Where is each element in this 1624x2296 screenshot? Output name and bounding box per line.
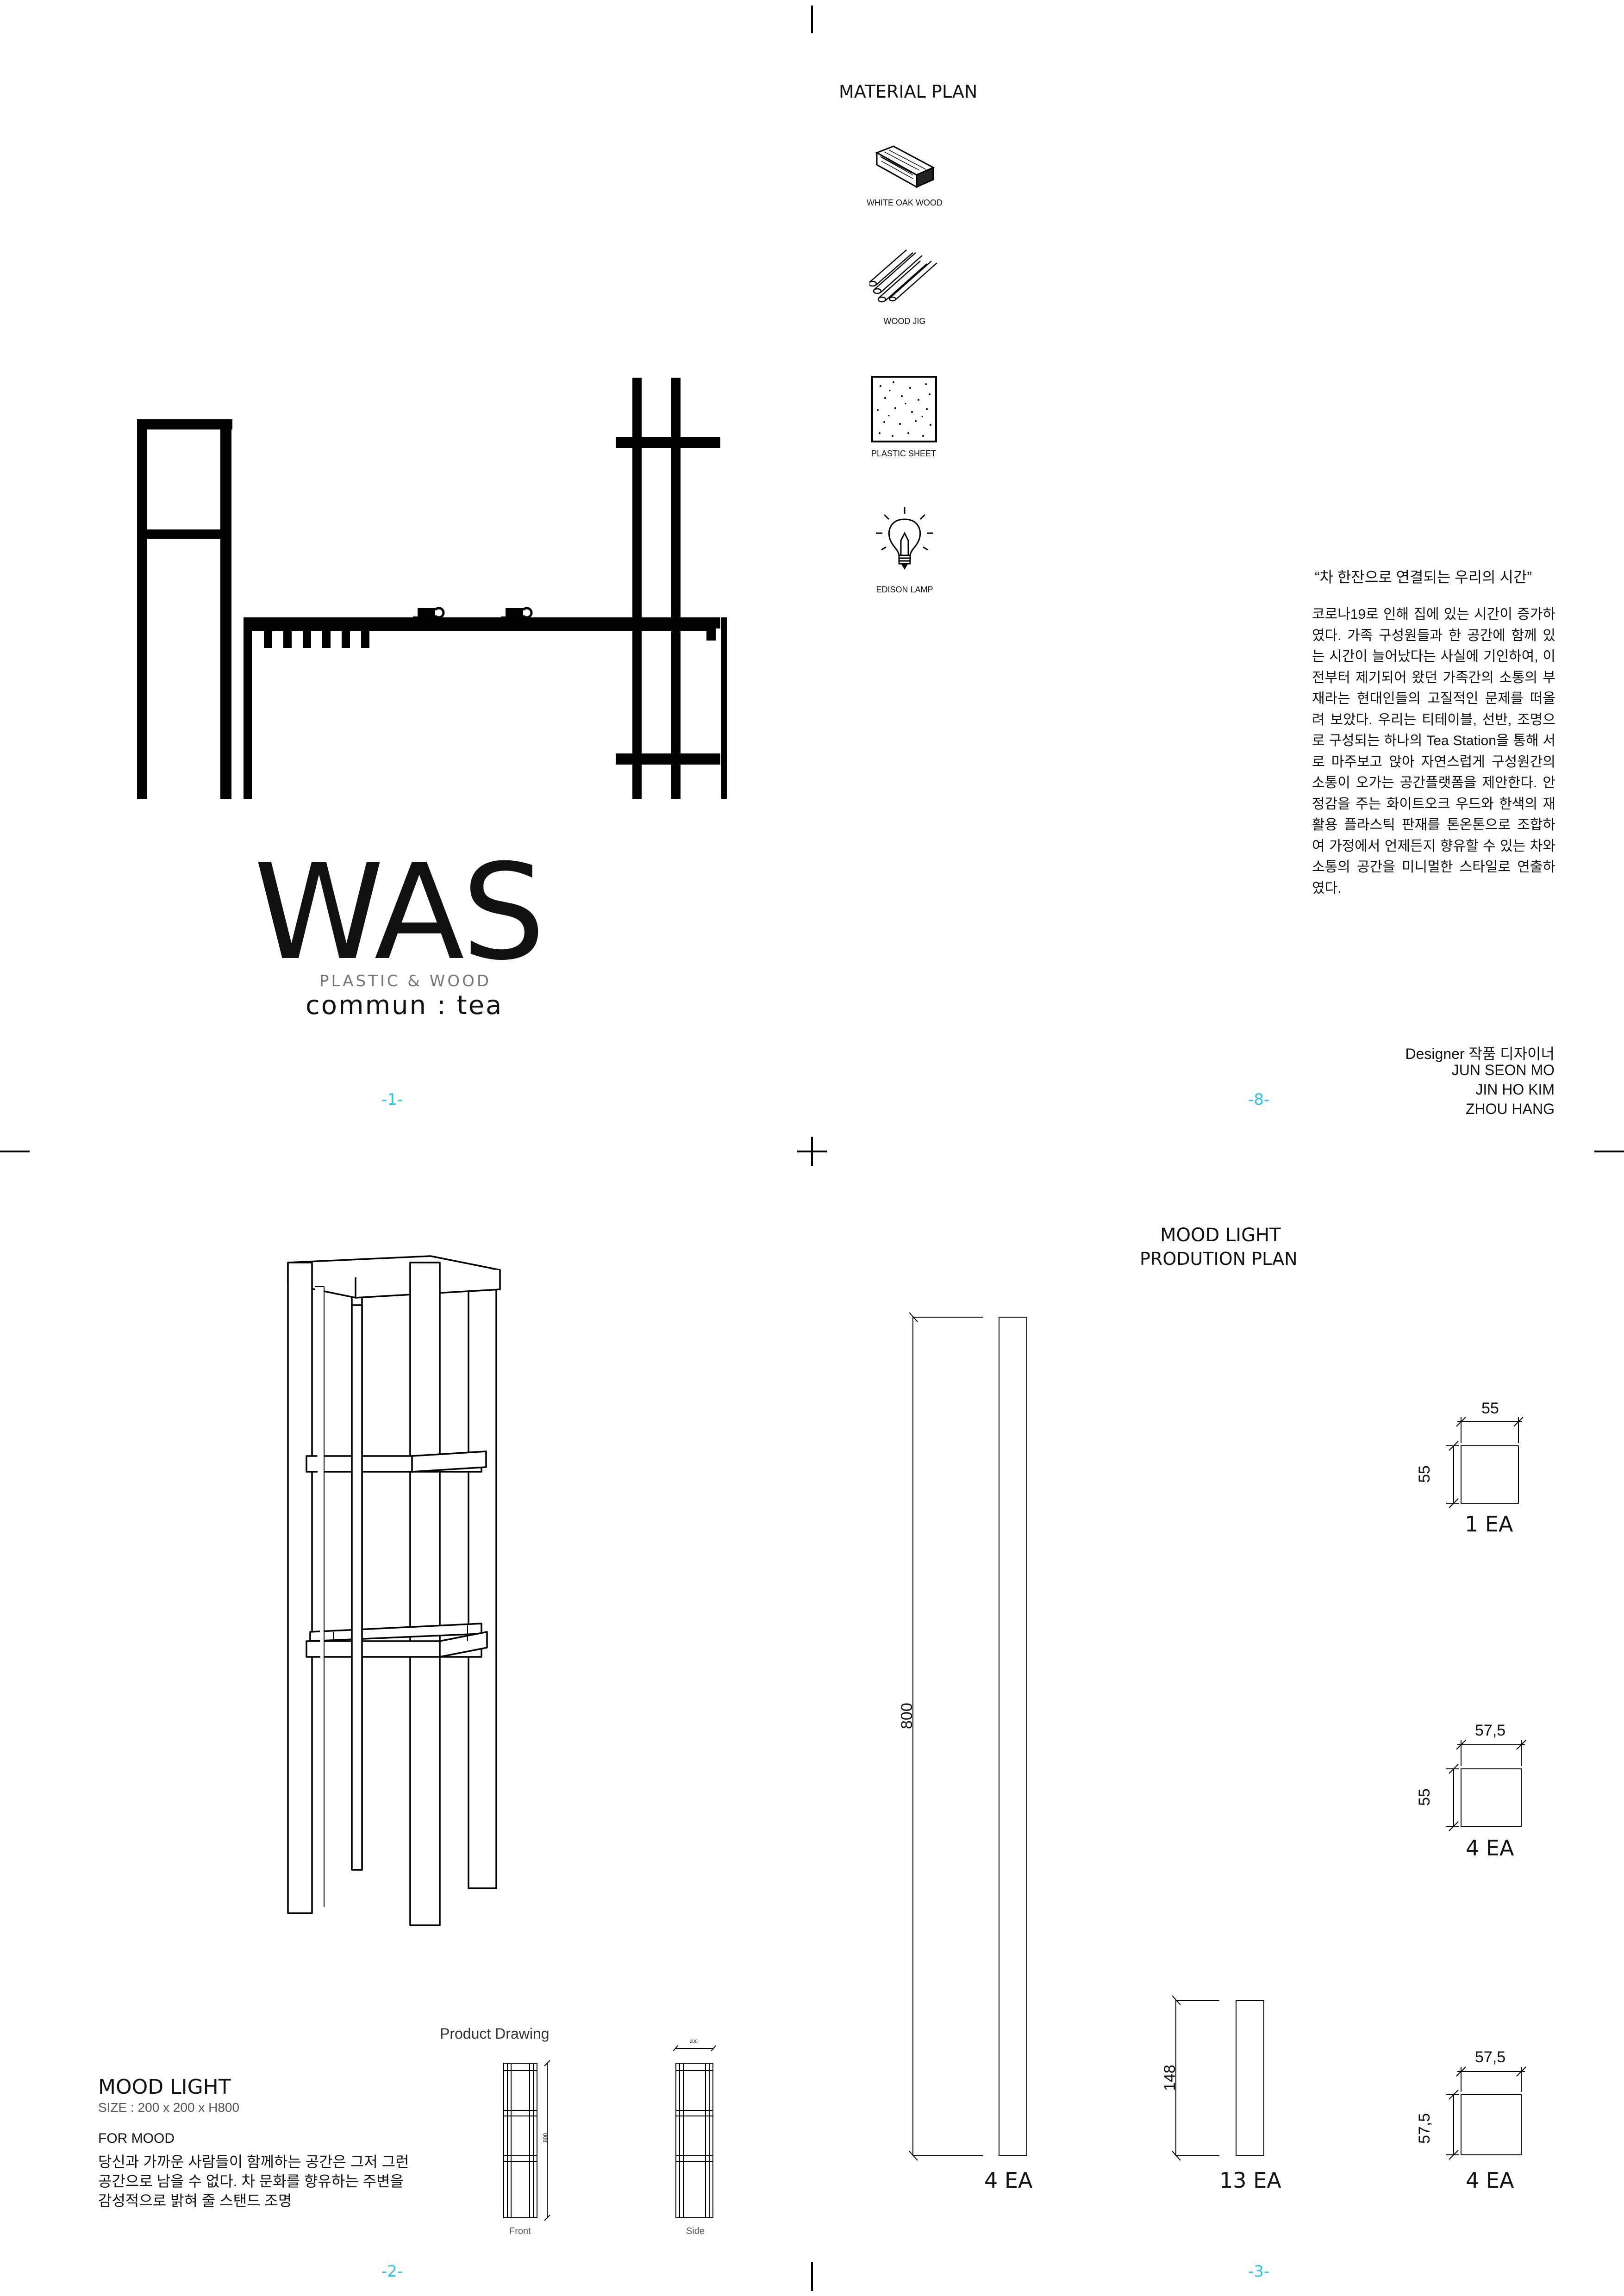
section-quantity: 4 EA xyxy=(1466,2168,1514,2193)
page-number-8: -8- xyxy=(1248,1090,1270,1109)
page-number-1: -1- xyxy=(381,1090,403,1109)
concept-quote: “차 한잔으로 연결되는 우리의 시간” xyxy=(1315,569,1532,585)
furniture-silhouette xyxy=(137,378,727,799)
part-quantity: 13 EA xyxy=(1219,2168,1281,2193)
wood-dowels-icon xyxy=(869,249,937,303)
side-elevation-drawing xyxy=(673,2045,716,2218)
designer-heading: Designer 작품 디자이너 xyxy=(1405,1045,1555,1062)
part-quantity: 4 EA xyxy=(984,2168,1033,2193)
production-subtitle: PRODUTION PLAN xyxy=(1140,1249,1298,1269)
part-length-label: 148 xyxy=(1161,2065,1179,2091)
section-quantity: 1 EA xyxy=(1465,1512,1513,1537)
production-title: MOOD LIGHT xyxy=(1160,1225,1281,1246)
section-height-label: 55 xyxy=(1416,1788,1433,1806)
mood-light-isometric xyxy=(287,1255,501,1926)
product-drawing-title: Product Drawing xyxy=(440,2025,550,2042)
front-label: Front xyxy=(509,2226,531,2236)
section-width-label: 57,5 xyxy=(1475,1722,1506,1739)
material-label-plastic: PLASTIC SHEET xyxy=(871,449,937,458)
bulb-icon xyxy=(876,507,933,570)
section-quantity: 4 EA xyxy=(1466,1836,1514,1860)
designer-name: ZHOU HANG xyxy=(1466,1101,1555,1117)
section-height-label: 55 xyxy=(1416,1465,1433,1483)
designer-name: JUN SEON MO xyxy=(1451,1062,1555,1078)
production-drawings xyxy=(909,1312,1526,2161)
product-description-line: 당신과 가까운 사람들이 함께하는 공간은 그저 그런 xyxy=(98,2153,409,2170)
page-number-3: -3- xyxy=(1248,2262,1270,2281)
plastic-sheet-icon xyxy=(871,376,937,442)
brand-subtitle: PLASTIC & WOOD xyxy=(319,972,492,990)
side-label: Side xyxy=(686,2226,705,2236)
designer-name: JIN HO KIM xyxy=(1475,1081,1555,1098)
material-label-lamp: EDISON LAMP xyxy=(876,585,933,594)
side-dimension: 200 xyxy=(690,2039,698,2044)
product-description-line: 감성적으로 밝혀 줄 스탠드 조명 xyxy=(98,2192,292,2209)
section-width-label: 55 xyxy=(1481,1400,1499,1417)
wood-block-icon xyxy=(875,145,935,188)
for-mood-label: FOR MOOD xyxy=(98,2131,175,2146)
section-height-label: 57,5 xyxy=(1416,2113,1433,2144)
page-number-2: -2- xyxy=(381,2262,403,2281)
front-dimension: 800 xyxy=(542,2133,549,2143)
chair-back-top xyxy=(137,419,232,429)
product-size: SIZE : 200 x 200 x H800 xyxy=(98,2100,240,2115)
concept-description: 코로나19로 인해 집에 있는 시간이 증가하였다. 가족 구성원들과 한 공간… xyxy=(1312,607,1555,896)
part-length-label: 800 xyxy=(898,1703,916,1729)
material-label-wood: WHITE OAK WOOD xyxy=(867,198,943,207)
material-plan-title: MATERIAL PLAN xyxy=(839,81,978,102)
section-width-label: 57,5 xyxy=(1475,2048,1506,2066)
product-description-line: 공간으로 남을 수 없다. 차 문화를 향유하는 주변을 xyxy=(98,2173,404,2190)
brand-logo: WAS xyxy=(254,836,545,989)
front-elevation-drawing xyxy=(503,2060,550,2221)
product-title: MOOD LIGHT xyxy=(98,2075,231,2099)
product-name: commun : tea xyxy=(306,990,503,1020)
material-label-jig: WOOD JIG xyxy=(883,317,926,326)
